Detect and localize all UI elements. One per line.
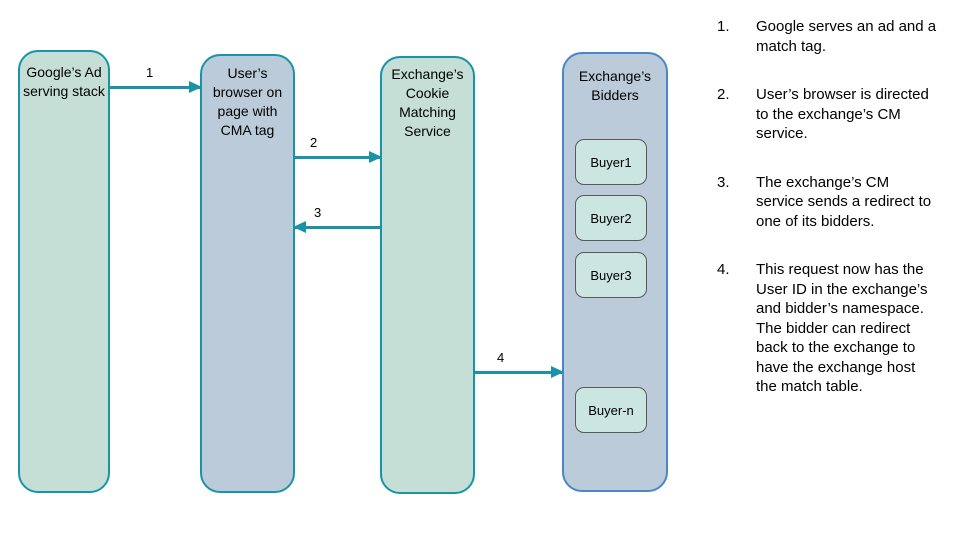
buyer-label: Buyer-n xyxy=(588,402,634,418)
note-item-3: 3. The exchange’s CM service sends a red… xyxy=(700,173,950,232)
note-text: The exchange’s CM service sends a redire… xyxy=(756,173,932,230)
buyer-box-n: Buyer-n xyxy=(575,387,647,433)
node-user-browser: User’s browser on page with CMA tag xyxy=(200,54,295,493)
buyer-label: Buyer2 xyxy=(590,210,632,226)
arrow-step-label: 2 xyxy=(310,135,318,150)
buyer-label: Buyer3 xyxy=(590,267,632,283)
node-exchange-bidders: Exchange’s Bidders Buyer1 Buyer2 Buyer3 … xyxy=(562,52,668,492)
node-google-ad-serving-stack: Google’s Ad serving stack xyxy=(18,50,110,493)
arrow-line xyxy=(295,155,380,159)
node-title: Google’s Ad serving stack xyxy=(23,64,105,99)
arrow-line xyxy=(295,225,380,229)
note-item-1: 1. Google serves an ad and a match tag. xyxy=(700,17,950,56)
arrowhead-right-icon xyxy=(189,80,202,93)
note-text: User’s browser is directed to the exchan… xyxy=(756,86,929,142)
node-title: Exchange’s Bidders xyxy=(578,68,652,103)
note-item-4: 4. This request now has the User ID in t… xyxy=(700,260,950,397)
note-text: Google serves an ad and a match tag. xyxy=(756,18,937,55)
node-exchange-cookie-matching-service: Exchange’s Cookie Matching Service xyxy=(380,56,475,494)
note-number: 2. xyxy=(717,86,730,103)
note-number: 1. xyxy=(717,18,730,35)
step-notes-list: 1. Google serves an ad and a match tag. … xyxy=(700,17,950,397)
arrow-step-label: 1 xyxy=(146,65,154,80)
arrow-line xyxy=(475,370,562,374)
buyer-box-2: Buyer2 xyxy=(575,195,647,241)
arrowhead-right-icon xyxy=(369,150,382,163)
note-number: 3. xyxy=(717,173,730,191)
arrow-line xyxy=(110,85,200,89)
buyer-box-1: Buyer1 xyxy=(575,139,647,185)
arrowhead-left-icon xyxy=(293,220,306,233)
note-text: This request now has the User ID in the … xyxy=(756,261,928,395)
node-title: User’s browser on page with CMA tag xyxy=(212,65,283,138)
arrow-step-label: 3 xyxy=(314,205,322,220)
note-item-2: 2. User’s browser is directed to the exc… xyxy=(700,85,950,144)
buyer-box-3: Buyer3 xyxy=(575,252,647,298)
arrow-step-label: 4 xyxy=(497,350,505,365)
node-title: Exchange’s Cookie Matching Service xyxy=(391,66,464,139)
note-number: 4. xyxy=(717,261,730,278)
buyer-label: Buyer1 xyxy=(590,154,632,170)
arrowhead-right-icon xyxy=(551,365,564,378)
